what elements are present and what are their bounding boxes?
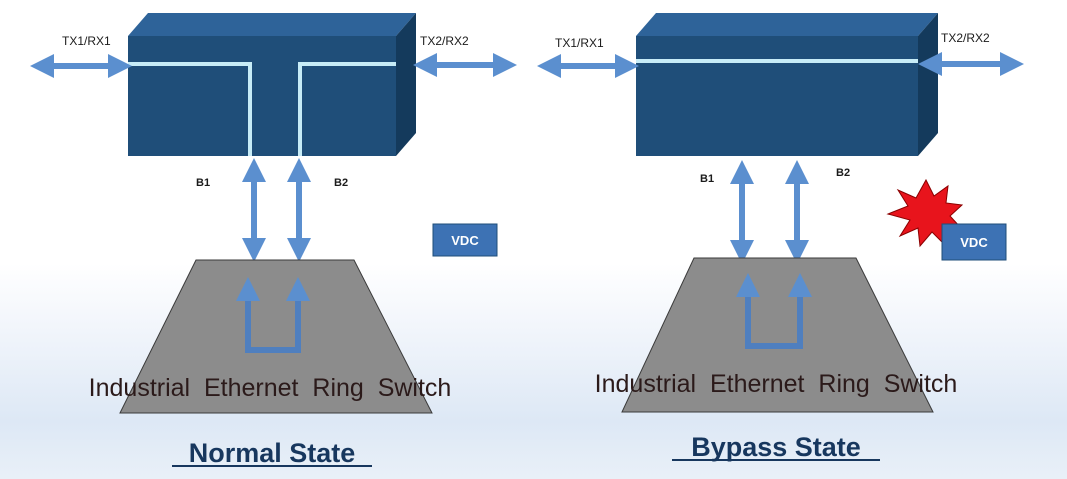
vdc-box xyxy=(941,223,1007,261)
b1-label: B1 xyxy=(196,177,210,189)
path-tx1-to-b1 xyxy=(128,62,252,156)
port-label-right: TX2/RX2 xyxy=(420,34,469,48)
b2-label: B2 xyxy=(836,167,850,179)
switch-label: Industrial Ethernet Ring Switch xyxy=(89,374,452,402)
switch-loop-path xyxy=(745,296,803,349)
b2-label: B2 xyxy=(334,177,348,189)
bypass-state-panel: TX1/RX1 TX2/RX2 B1 B2 VDC Industrial Eth… xyxy=(537,13,1024,462)
box-side-face xyxy=(396,13,416,156)
b1-label: B1 xyxy=(700,173,714,185)
ethernet-switch-body xyxy=(119,259,433,414)
state-title: Bypass State xyxy=(691,432,861,462)
port-label-right: TX2/RX2 xyxy=(941,31,990,45)
vdc-box xyxy=(432,223,498,257)
box-top-face xyxy=(128,13,416,36)
box-top-face xyxy=(636,13,938,36)
switch-loop-path xyxy=(245,300,301,353)
box-side-face xyxy=(918,13,938,156)
state-title: Normal State xyxy=(189,438,356,468)
bypass-relay-box xyxy=(636,13,938,156)
vdc-label: VDC xyxy=(451,233,479,248)
normal-state-panel: TX1/RX1 TX2/RX2 B1 B2 VDC Industrial Eth… xyxy=(29,13,517,468)
port-label-left: TX1/RX1 xyxy=(555,36,604,50)
port-label-left: TX1/RX1 xyxy=(62,34,111,48)
bypass-relay-box xyxy=(128,13,416,156)
box-front-face xyxy=(636,36,918,156)
path-tx2-to-b2 xyxy=(298,62,396,156)
box-front-face xyxy=(128,36,396,156)
switch-label: Industrial Ethernet Ring Switch xyxy=(595,370,958,398)
vdc-label: VDC xyxy=(960,235,988,250)
ethernet-switch-body xyxy=(621,257,934,413)
